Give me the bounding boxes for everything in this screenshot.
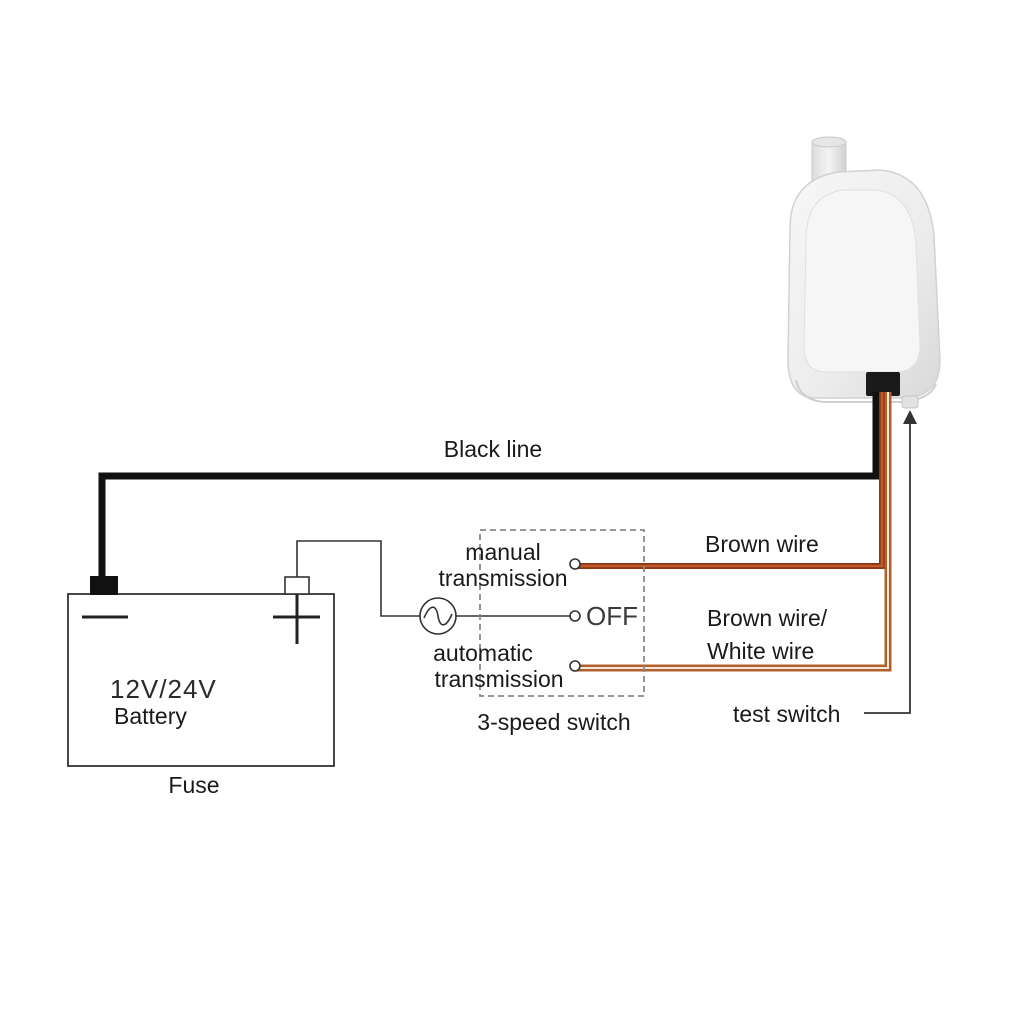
off-terminal[interactable] [569, 610, 581, 622]
brown-white-wire-label-2: White wire [707, 638, 814, 664]
manual-label-2: transmission [438, 565, 567, 591]
off-label: OFF [586, 601, 638, 631]
black-line-wire [98, 392, 880, 582]
battery-icon [67, 576, 335, 767]
manual-terminal[interactable] [569, 558, 581, 570]
fuse-label: Fuse [168, 772, 219, 798]
brown-white-wire-label-1: Brown wire/ [707, 605, 828, 631]
manual-label-1: manual [465, 539, 540, 565]
automatic-terminal[interactable] [569, 660, 581, 672]
positive-wire [296, 540, 420, 617]
brown-wire [576, 392, 885, 569]
black-line-label: Black line [444, 436, 542, 462]
battery-rating-label: 12V/24V [110, 674, 217, 704]
switch-caption: 3-speed switch [477, 709, 630, 735]
fuse-icon [419, 597, 457, 635]
automatic-label-1: automatic [433, 640, 533, 666]
test-switch-label: test switch [733, 701, 840, 727]
brown-white-wire [576, 392, 892, 672]
battery-label: Battery [114, 703, 187, 729]
switch-box [479, 529, 645, 697]
bilge-pump-icon [787, 136, 941, 409]
automatic-label-2: transmission [434, 666, 563, 692]
brown-wire-label: Brown wire [705, 531, 819, 557]
test-switch-line [864, 410, 917, 714]
